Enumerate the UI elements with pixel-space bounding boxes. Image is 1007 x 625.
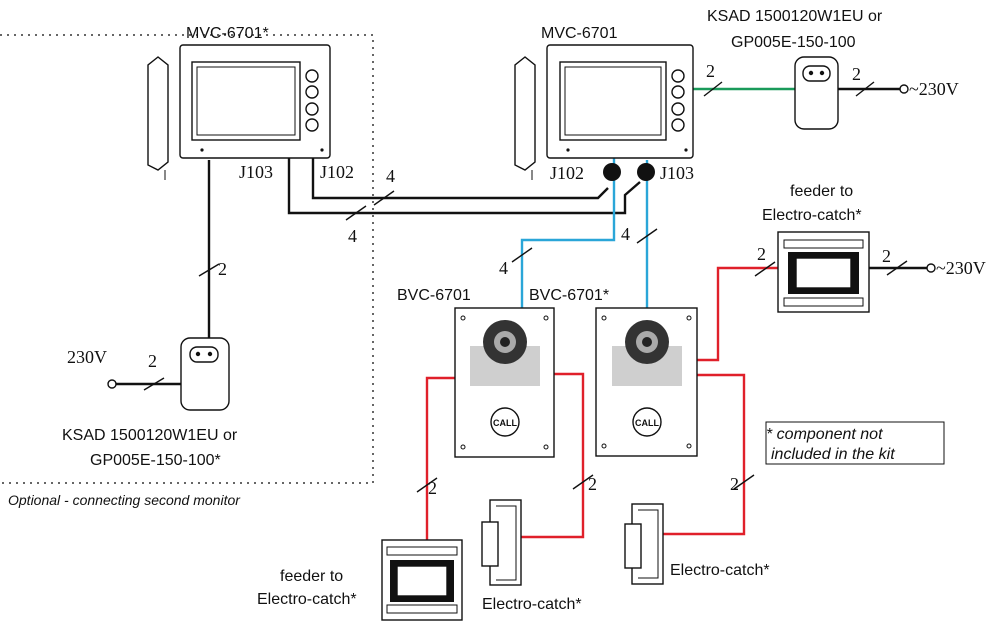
door-panel-left: CALL bbox=[454, 307, 555, 458]
mains-terminal-icon bbox=[926, 263, 936, 273]
label-monitor-left: MVC-6701* bbox=[186, 25, 269, 42]
call-button-label: CALL bbox=[635, 418, 659, 428]
monitor-screen bbox=[191, 61, 301, 141]
psu-left bbox=[107, 337, 230, 411]
optional-region-border bbox=[0, 34, 374, 484]
count-j102-link: 4 bbox=[386, 166, 395, 186]
wire-red-feeder-top bbox=[697, 266, 778, 362]
feeder-bottom bbox=[381, 539, 463, 621]
note-box bbox=[765, 421, 945, 465]
connector-j103-icon bbox=[637, 163, 655, 181]
label-mains-feeder: ~230V bbox=[936, 258, 986, 278]
label-psu-left-2: GP005E-150-100* bbox=[90, 452, 221, 469]
label-catch-right: Electro-catch* bbox=[670, 562, 770, 579]
monitor-screen bbox=[559, 61, 667, 141]
label-psu-left-1: KSAD 1500120W1EU or bbox=[62, 427, 238, 444]
label-left-j103: J103 bbox=[239, 162, 273, 182]
note-line2: included in the kit bbox=[771, 446, 895, 463]
label-feeder-bottom-2: Electro-catch* bbox=[257, 591, 357, 608]
monitor-left bbox=[147, 44, 331, 180]
monitor-key-icon bbox=[305, 102, 319, 116]
psu-top bbox=[794, 56, 909, 130]
count-feeder-top-out: 2 bbox=[882, 246, 891, 266]
count-left-mains: 2 bbox=[148, 351, 157, 371]
monitor-key-icon bbox=[305, 118, 319, 132]
label-feeder-bottom-1: feeder to bbox=[280, 568, 343, 585]
wire-count-markers: 2 2 4 4 2 2 4 4 2 2 2 2 2 bbox=[143, 61, 908, 498]
label-mains-top: ~230V bbox=[909, 79, 959, 99]
count-mains-top: 2 bbox=[852, 64, 861, 84]
optional-caption: Optional - connecting second monitor bbox=[8, 492, 241, 508]
connector-j102-icon bbox=[603, 163, 621, 181]
count-red-catch2: 2 bbox=[730, 474, 739, 494]
handset-icon bbox=[514, 56, 536, 171]
label-psu-top-1: KSAD 1500120W1EU or bbox=[707, 8, 883, 25]
handset-icon bbox=[147, 56, 169, 171]
catch-coil bbox=[481, 521, 499, 567]
label-monitor-right: MVC-6701 bbox=[541, 25, 618, 42]
count-red-catch1: 2 bbox=[588, 474, 597, 494]
wire-j102-link bbox=[311, 158, 609, 200]
label-right-j102: J102 bbox=[550, 163, 584, 183]
mains-terminal-icon bbox=[899, 84, 909, 94]
count-feeder-top-in: 2 bbox=[757, 244, 766, 264]
wire-red-catch1 bbox=[521, 372, 585, 539]
label-catch-left: Electro-catch* bbox=[482, 596, 582, 613]
monitor-key-icon bbox=[305, 69, 319, 83]
call-button[interactable] bbox=[490, 407, 520, 437]
label-left-j102: J102 bbox=[320, 162, 354, 182]
label-feeder-top-2: Electro-catch* bbox=[762, 207, 862, 224]
wire-red-panel-feeder bbox=[425, 376, 455, 542]
monitor-key-icon bbox=[305, 85, 319, 99]
label-mains-left: 230V bbox=[67, 347, 107, 367]
count-left-monitor-psu: 2 bbox=[218, 259, 227, 279]
electro-catch-left bbox=[481, 499, 522, 586]
monitor-key-icon bbox=[671, 69, 685, 83]
electro-catch-right bbox=[624, 503, 664, 585]
feeder-top bbox=[777, 231, 870, 313]
call-button[interactable] bbox=[632, 407, 662, 437]
catch-coil bbox=[624, 523, 642, 569]
count-blue-right: 4 bbox=[621, 224, 630, 244]
wire-blue-left bbox=[520, 155, 616, 308]
call-button-label: CALL bbox=[493, 418, 517, 428]
count-j103-link: 4 bbox=[348, 226, 357, 246]
monitor-key-icon bbox=[671, 118, 685, 132]
mains-terminal-icon bbox=[107, 379, 117, 389]
monitor-key-icon bbox=[671, 85, 685, 99]
label-panel-left: BVC-6701 bbox=[397, 287, 471, 304]
wire-j103-link bbox=[287, 158, 641, 215]
count-blue-left: 4 bbox=[499, 258, 508, 278]
label-feeder-top-1: feeder to bbox=[790, 183, 853, 200]
monitor-key-icon bbox=[671, 102, 685, 116]
label-panel-right: BVC-6701* bbox=[529, 287, 609, 304]
label-right-j103: J103 bbox=[660, 163, 694, 183]
count-red-bl: 2 bbox=[428, 478, 437, 498]
door-panel-right: CALL bbox=[595, 307, 698, 457]
label-psu-top-2: GP005E-150-100 bbox=[731, 34, 856, 51]
monitor-right bbox=[514, 44, 694, 181]
note-line1: * component not bbox=[766, 426, 883, 443]
count-green: 2 bbox=[706, 61, 715, 81]
wire-red-catch2 bbox=[663, 373, 746, 536]
